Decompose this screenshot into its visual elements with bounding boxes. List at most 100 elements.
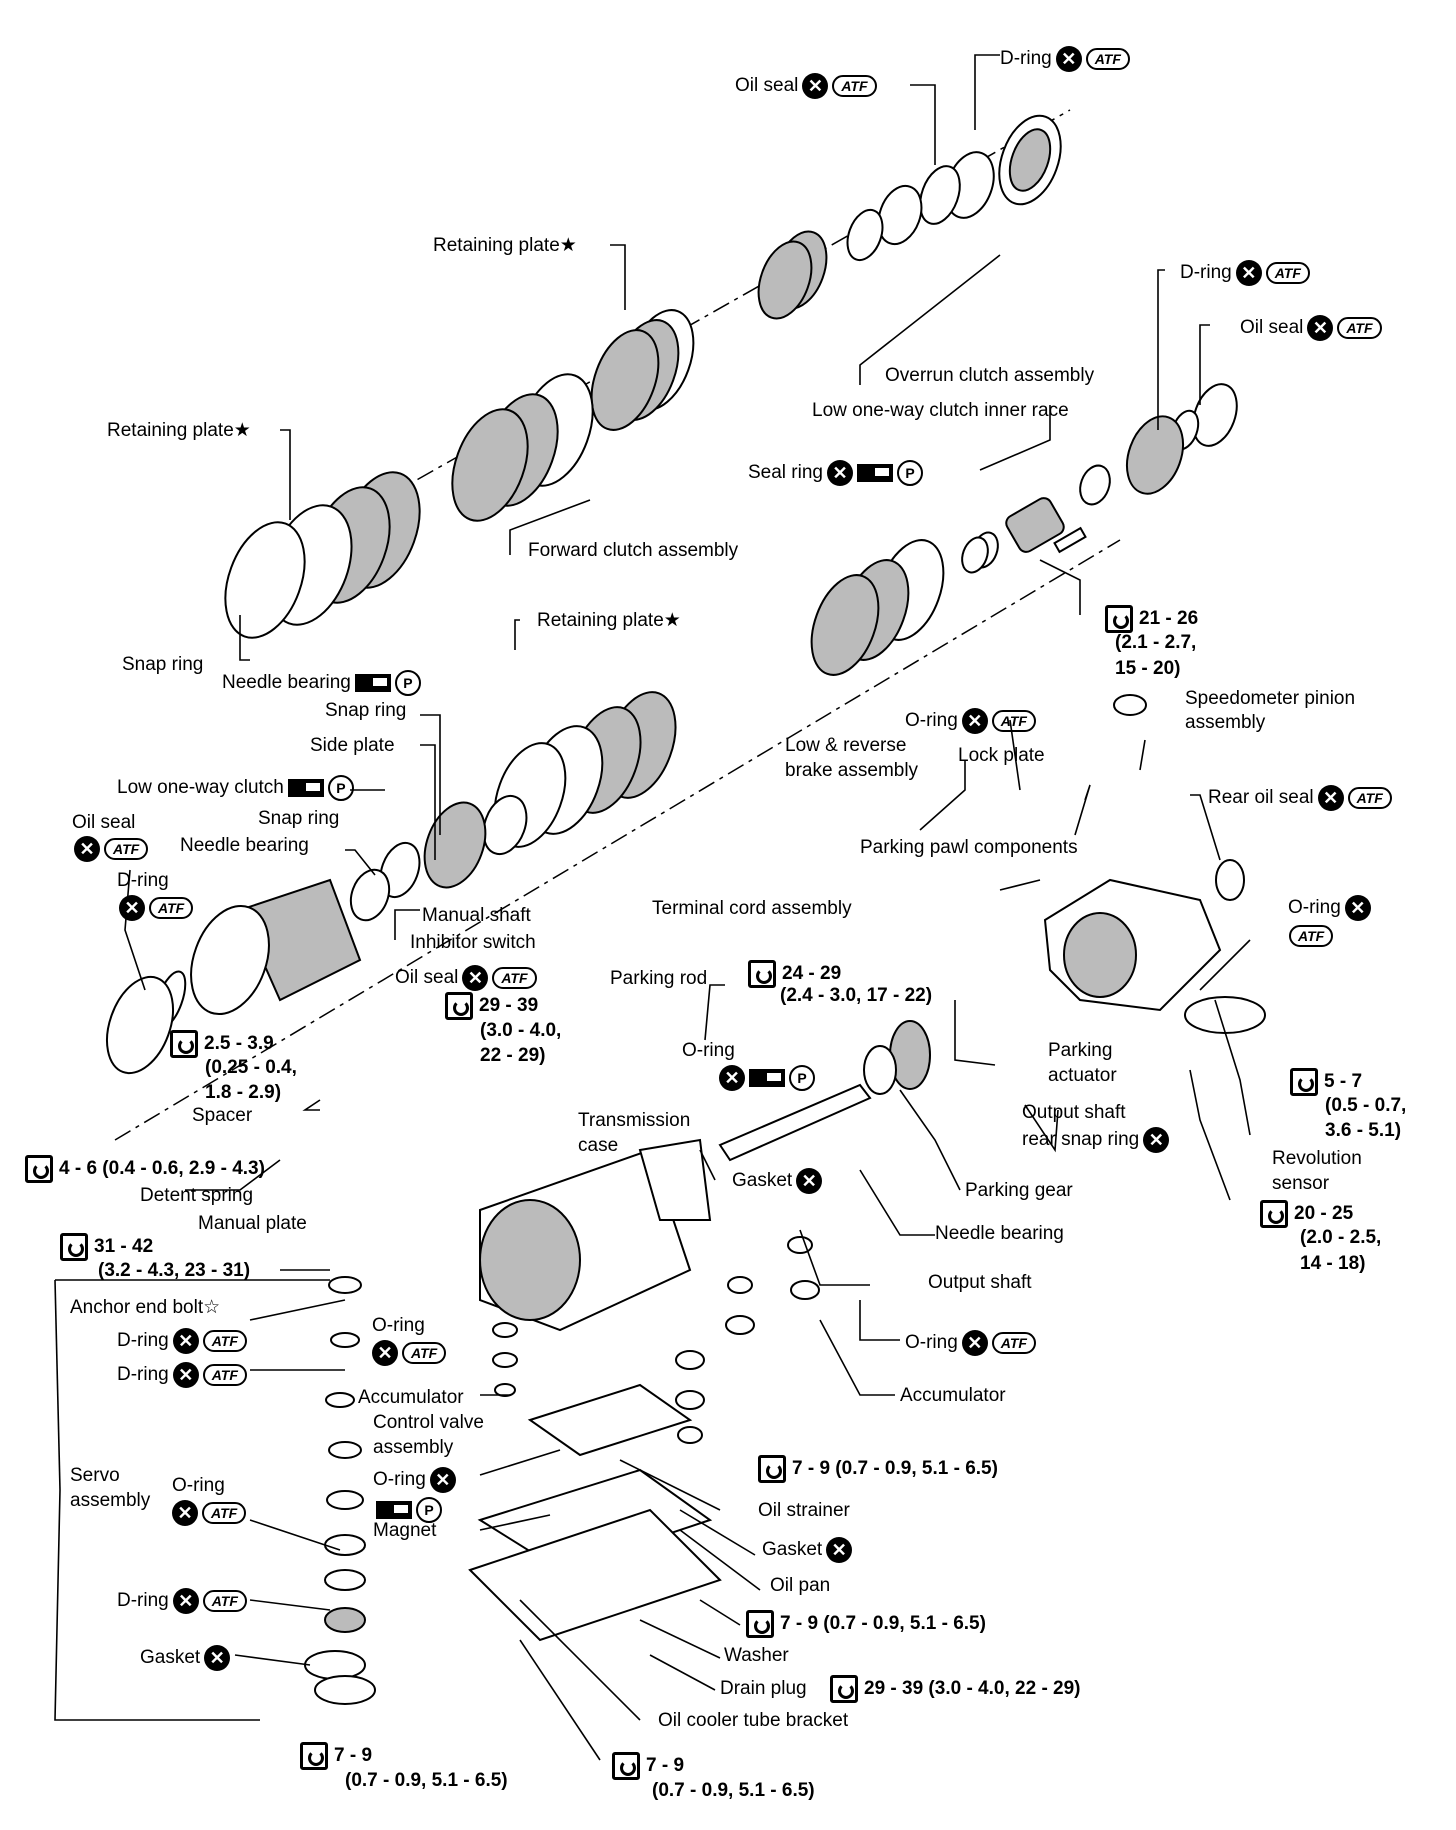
inner-race-parts <box>961 383 1238 574</box>
needle-bearing-1-text: Needle bearing <box>222 672 351 694</box>
x-icon: ✕ <box>796 1168 823 1194</box>
torque-29-39-text: 29 - 39 <box>479 995 539 1017</box>
torque-icon <box>746 1610 774 1638</box>
label-parking-rod: Parking rod <box>610 968 707 990</box>
label-o-ring-1: O-ring✕ATF <box>905 708 1036 734</box>
petroleum-jelly-icon: P <box>416 1497 442 1523</box>
atf-icon: ATF <box>104 838 149 860</box>
label-retaining-plate-1: Retaining plate★ <box>433 235 577 257</box>
label-gasket-2: Gasket✕ <box>762 1537 853 1563</box>
label-oil-pan: Oil pan <box>770 1575 830 1597</box>
label-seal-ring: Seal ring✕P <box>748 460 923 486</box>
grease-icon <box>354 674 391 692</box>
torque-21-26-b-text: (2.1 - 2.7, <box>1115 632 1197 653</box>
terminal-cord-text: Terminal cord assembly <box>652 898 852 919</box>
output-shaft-text: Output shaft <box>928 1272 1032 1293</box>
torque-21-26-text: 21 - 26 <box>1139 608 1199 630</box>
label-rear-oil-seal: Rear oil seal✕ATF <box>1208 785 1392 811</box>
label-retaining-plate-3: Retaining plate★ <box>537 610 681 632</box>
atf-icon: ATF <box>1337 317 1382 339</box>
revolution-sensor-b-text: sensor <box>1272 1173 1330 1194</box>
atf-icon: ATF <box>1085 48 1130 70</box>
o-ring-5-text: O-ring <box>905 1332 958 1354</box>
torque-7-9-c-text: 7 - 9 <box>334 1745 373 1767</box>
label-d-ring-servo-2: D-ring✕ATF <box>117 1362 247 1388</box>
petroleum-jelly-icon: P <box>394 670 421 696</box>
torque-5-7-b-text: (0.5 - 0.7, <box>1325 1095 1407 1116</box>
label-revolution-sensor-b: sensor <box>1272 1173 1329 1195</box>
label-d-ring-left-syms: ✕ATF <box>115 895 194 921</box>
middle-axis-line <box>114 539 1121 1141</box>
torque-7-9-d-b-text: (0.7 - 0.9, 5.1 - 6.5) <box>652 1780 815 1801</box>
label-torque-21-26: 21 - 26 <box>1105 605 1198 633</box>
transmission-case <box>479 1138 712 1332</box>
label-torque-2-5: 2.5 - 3.9 <box>170 1030 274 1058</box>
torque-20-25-text: 20 - 25 <box>1294 1203 1354 1225</box>
atf-icon: ATF <box>202 1330 247 1352</box>
label-torque-20-25-b: (2.0 - 2.5, <box>1300 1227 1381 1249</box>
o-ring-3-text: O-ring <box>682 1040 735 1061</box>
washer-text: Washer <box>724 1645 789 1666</box>
torque-7-9-d-text: 7 - 9 <box>646 1755 685 1777</box>
low-oneway-hub <box>106 878 362 1075</box>
atf-icon: ATF <box>149 897 194 919</box>
label-d-ring-servo-3: D-ring✕ATF <box>117 1588 247 1614</box>
gasket-2-text: Gasket <box>762 1539 823 1561</box>
label-snap-ring-3: Snap ring <box>258 808 339 830</box>
label-d-ring-right: D-ring✕ATF <box>1180 260 1310 286</box>
torque-2-5-text: 2.5 - 3.9 <box>204 1033 274 1055</box>
label-oil-seal-top: Oil seal✕ATF <box>735 73 877 99</box>
extension-housing <box>1043 694 1266 1034</box>
label-oil-seal-left-syms: ✕ATF <box>70 836 149 862</box>
label-torque-20-25: 20 - 25 <box>1260 1200 1353 1228</box>
label-detent-spring: Detent spring <box>140 1185 253 1207</box>
manual-plate-text: Manual plate <box>198 1213 307 1234</box>
label-torque-2-5-b: (0.25 - 0.4, <box>205 1057 297 1079</box>
snap-ring-1-text: Snap ring <box>122 654 204 675</box>
rear-oil-seal-text: Rear oil seal <box>1208 787 1314 809</box>
torque-icon <box>748 960 776 988</box>
x-icon: ✕ <box>462 965 489 991</box>
gasket-1-text: Gasket <box>732 1170 793 1192</box>
torque-icon <box>830 1675 858 1703</box>
label-torque-2-5-c: 1.8 - 2.9) <box>205 1082 281 1104</box>
torque-31-42-b-text: (3.2 - 4.3, 23 - 31) <box>98 1260 251 1281</box>
label-d-ring-left: D-ring <box>117 870 169 892</box>
atf-icon: ATF <box>1265 262 1310 284</box>
d-ring-right-text: D-ring <box>1180 262 1232 284</box>
label-torque-5-7-c: 3.6 - 5.1) <box>1325 1120 1401 1142</box>
label-torque-21-26-b: (2.1 - 2.7, <box>1115 632 1196 654</box>
retaining-plate-3-text: Retaining plate <box>537 610 664 631</box>
x-icon: ✕ <box>827 460 853 486</box>
label-output-snap: Output shaft <box>1022 1102 1126 1124</box>
label-control-valve: Control valve <box>373 1412 484 1434</box>
star-outline-icon: ☆ <box>203 1297 221 1318</box>
label-o-ring-7-syms: ✕ATF <box>168 1500 247 1526</box>
label-lock-plate: Lock plate <box>958 745 1045 767</box>
low-reverse-b-text: brake assembly <box>785 760 919 781</box>
x-icon: ✕ <box>172 1362 199 1388</box>
seal-ring-text: Seal ring <box>748 462 823 484</box>
label-parking-actuator: Parking <box>1048 1040 1112 1062</box>
revolution-sensor-text: Revolution <box>1272 1148 1362 1169</box>
x-icon: ✕ <box>172 1328 199 1354</box>
label-anchor-end-bolt: Anchor end bolt☆ <box>70 1297 220 1319</box>
petroleum-jelly-icon: P <box>327 775 354 801</box>
x-icon: ✕ <box>119 895 145 921</box>
label-side-plate: Side plate <box>310 735 395 757</box>
atf-icon: ATF <box>991 1332 1036 1354</box>
low-reverse-text: Low & reverse <box>785 735 907 756</box>
d-ring-servo-3-text: D-ring <box>117 1590 169 1612</box>
x-icon: ✕ <box>961 708 988 734</box>
o-ring-1-text: O-ring <box>905 710 958 732</box>
drain-plug-text: Drain plug <box>720 1678 807 1699</box>
torque-icon <box>1105 605 1133 633</box>
x-icon: ✕ <box>372 1340 398 1366</box>
label-accumulator-1: Accumulator <box>358 1387 464 1409</box>
o-ring-4-text: O-ring <box>372 1315 425 1336</box>
label-control-valve-b: assembly <box>373 1437 453 1459</box>
d-ring-left-text: D-ring <box>117 870 169 891</box>
atf-icon: ATF <box>402 1342 447 1364</box>
label-oil-seal-mid: Oil seal✕ATF <box>395 965 537 991</box>
x-icon: ✕ <box>802 73 829 99</box>
